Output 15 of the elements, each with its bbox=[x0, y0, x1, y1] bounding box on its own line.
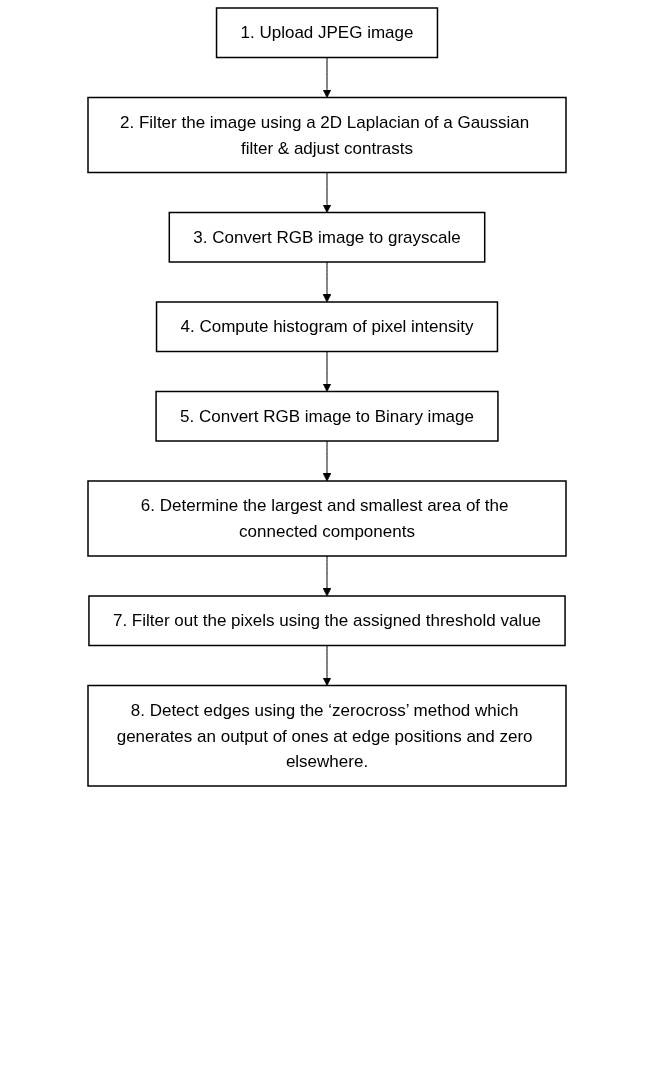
node-box: 5. Convert RGB image to Binary image bbox=[155, 390, 499, 442]
node-box: 4. Compute histogram of pixel intensity bbox=[155, 301, 499, 353]
node-box: 3. Convert RGB image to grayscale bbox=[168, 211, 486, 263]
arrow bbox=[322, 57, 332, 98]
node-box: 1. Upload JPEG image bbox=[215, 7, 439, 59]
arrow bbox=[322, 440, 332, 482]
arrow bbox=[322, 555, 332, 597]
node-box: 8. Detect edges using the ‘zerocross’ method which generates an output of ones at edge positions and zero elsewhere. bbox=[87, 684, 567, 787]
arrow bbox=[322, 261, 332, 303]
node-box: 6. Determine the largest and smallest area of the connected components bbox=[87, 480, 567, 557]
node-box: 2. Filter the image using a 2D Laplacian of a Gaussian filter & adjust contrasts bbox=[87, 96, 567, 174]
node-box: 7. Filter out the pixels using the assigned threshold value bbox=[88, 595, 566, 647]
arrow bbox=[322, 645, 332, 686]
arrow bbox=[322, 351, 332, 392]
arrow bbox=[322, 172, 332, 213]
